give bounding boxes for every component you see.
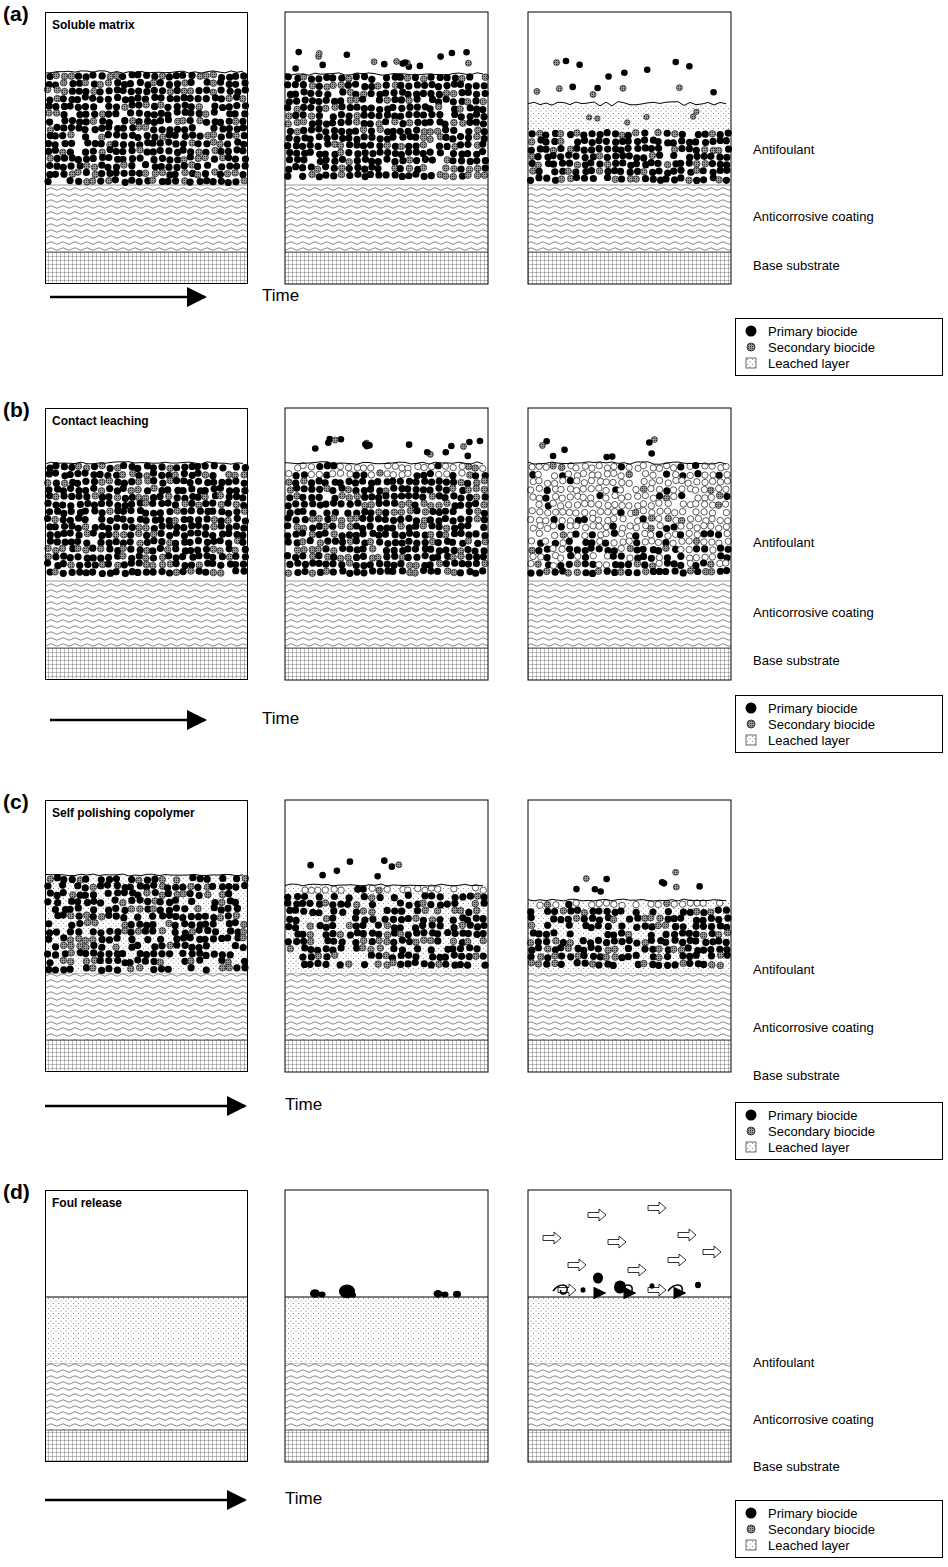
time-label: Time: [285, 1489, 322, 1509]
coating-panel: [527, 12, 732, 284]
legend-text: Leached layer: [768, 1140, 850, 1155]
legend-text: Primary biocide: [768, 701, 858, 716]
coating-panel: [284, 800, 489, 1072]
legend-row: Secondary biocide: [744, 339, 934, 355]
legend-text: Leached layer: [768, 733, 850, 748]
legend-sample: [744, 1506, 758, 1520]
legend-row: Primary biocide: [744, 1505, 934, 1521]
layer-label: Anticorrosive coating: [753, 1020, 874, 1035]
legend-sample: [744, 733, 758, 747]
legend-text: Primary biocide: [768, 1108, 858, 1123]
panel-letter: (b): [3, 398, 30, 422]
legend-text: Secondary biocide: [768, 340, 875, 355]
panel-title: Self polishing copolymer: [46, 801, 195, 820]
panel-letter: (c): [3, 790, 29, 814]
time-label: Time: [285, 1095, 322, 1115]
legend-sample: [744, 1124, 758, 1138]
legend-sample: [744, 340, 758, 354]
panel-letter: (d): [3, 1180, 30, 1204]
time-label: Time: [262, 709, 299, 729]
layer-label: Antifoulant: [753, 142, 814, 157]
time-label: Time: [262, 286, 299, 306]
layer-label: Base substrate: [753, 653, 840, 668]
legend-row: Leached layer: [744, 1537, 934, 1553]
legend-row: Primary biocide: [744, 323, 934, 339]
legend-box: Primary biocideSecondary biocideLeached …: [735, 1102, 943, 1160]
legend-text: Secondary biocide: [768, 1522, 875, 1537]
legend-box: Primary biocideSecondary biocideLeached …: [735, 1500, 943, 1558]
legend-text: Primary biocide: [768, 324, 858, 339]
coating-panel: [44, 71, 249, 284]
coating-box: Contact leaching: [45, 408, 248, 680]
legend-sample: [744, 1538, 758, 1552]
legend-box: Primary biocideSecondary biocideLeached …: [735, 695, 943, 753]
coating-box: Foul release: [45, 1190, 248, 1462]
layer-label: Anticorrosive coating: [753, 1412, 874, 1427]
legend-box: Primary biocideSecondary biocideLeached …: [735, 318, 943, 376]
legend-sample: [744, 701, 758, 715]
legend-row: Secondary biocide: [744, 1521, 934, 1537]
layer-label: Base substrate: [753, 258, 840, 273]
legend-row: Leached layer: [744, 355, 934, 371]
legend-sample: [744, 1108, 758, 1122]
layer-label: Anticorrosive coating: [753, 605, 874, 620]
coating-panel: [44, 874, 249, 1072]
panel-letter: (a): [3, 2, 29, 26]
layer-label: Base substrate: [753, 1459, 840, 1474]
layer-label: Anticorrosive coating: [753, 209, 874, 224]
legend-row: Leached layer: [744, 732, 934, 748]
coating-panel: [284, 12, 489, 284]
time-arrow: [50, 296, 205, 299]
coating-panel: [527, 408, 731, 680]
panel-title: Contact leaching: [46, 409, 149, 428]
legend-sample: [744, 1140, 758, 1154]
legend-text: Primary biocide: [768, 1506, 858, 1521]
panel-title: Foul release: [46, 1191, 122, 1210]
coating-panel: [45, 1297, 248, 1462]
coating-box: Soluble matrix: [45, 12, 248, 284]
legend-text: Leached layer: [768, 1538, 850, 1553]
legend-text: Secondary biocide: [768, 717, 875, 732]
legend-sample: [744, 717, 758, 731]
legend-text: Secondary biocide: [768, 1124, 875, 1139]
coating-panel: [284, 408, 489, 680]
panel-title: Soluble matrix: [46, 13, 135, 32]
layer-label: Base substrate: [753, 1068, 840, 1083]
legend-text: Leached layer: [768, 356, 850, 371]
layer-label: Antifoulant: [753, 535, 814, 550]
legend-row: Primary biocide: [744, 700, 934, 716]
legend-sample: [744, 356, 758, 370]
coating-panel: [527, 800, 731, 1072]
layer-label: Antifoulant: [753, 962, 814, 977]
coating-panel: [44, 462, 249, 680]
time-arrow: [45, 1499, 245, 1502]
coating-panel: [285, 1190, 488, 1462]
legend-sample: [744, 324, 758, 338]
legend-sample: [744, 1522, 758, 1536]
legend-row: Secondary biocide: [744, 1123, 934, 1139]
coating-panel: [528, 1190, 731, 1462]
legend-row: Secondary biocide: [744, 716, 934, 732]
time-arrow: [45, 1105, 245, 1108]
layer-label: Antifoulant: [753, 1355, 814, 1370]
time-arrow: [50, 719, 205, 722]
legend-row: Primary biocide: [744, 1107, 934, 1123]
legend-row: Leached layer: [744, 1139, 934, 1155]
coating-box: Self polishing copolymer: [45, 800, 248, 1072]
